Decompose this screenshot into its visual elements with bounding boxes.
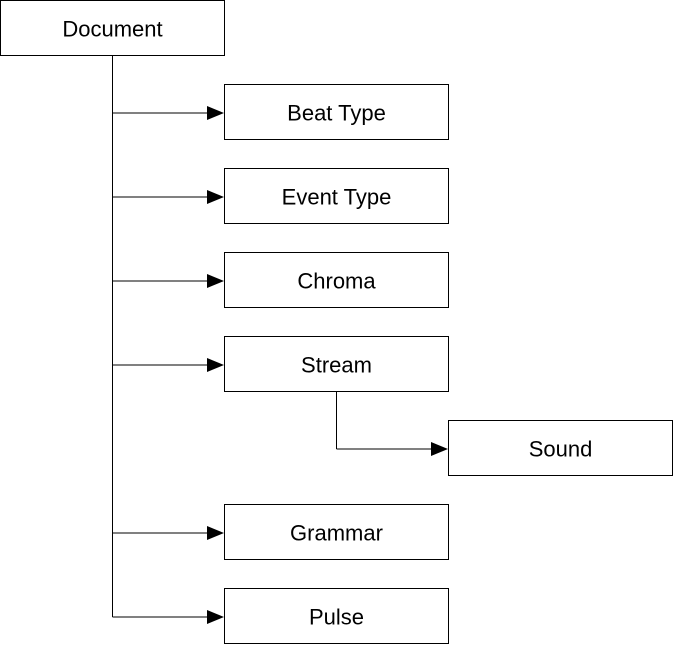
node-stream-label: Stream <box>301 353 372 378</box>
node-pulse-label: Pulse <box>309 605 364 630</box>
node-event-type-box <box>224 168 449 224</box>
arrowhead-stream <box>207 358 224 372</box>
node-pulse: Pulse <box>224 588 449 644</box>
arrowhead-sound <box>431 442 448 456</box>
node-event-type: Event Type <box>224 168 449 224</box>
arrowhead-chroma <box>207 274 224 288</box>
arrowhead-beat-type <box>207 106 224 120</box>
arrowhead-grammar <box>207 526 224 540</box>
node-document: Document <box>0 0 225 56</box>
node-chroma-box <box>224 252 449 308</box>
node-sound-label: Sound <box>529 437 593 462</box>
node-event-type-label: Event Type <box>282 185 392 210</box>
node-beat-type-box <box>224 84 449 140</box>
node-grammar: Grammar <box>224 504 449 560</box>
connectors <box>112 56 448 624</box>
node-sound: Sound <box>448 420 673 476</box>
node-stream-box <box>224 336 449 392</box>
node-beat-type-label: Beat Type <box>287 101 386 126</box>
arrowhead-event-type <box>207 190 224 204</box>
node-grammar-label: Grammar <box>290 521 383 546</box>
node-sound-box <box>448 420 673 476</box>
node-stream: Stream <box>224 336 449 392</box>
node-chroma: Chroma <box>224 252 449 308</box>
arrowhead-pulse <box>207 610 224 624</box>
node-grammar-box <box>224 504 449 560</box>
node-document-box <box>0 0 225 56</box>
node-chroma-label: Chroma <box>297 269 376 294</box>
node-document-label: Document <box>62 17 162 42</box>
node-beat-type: Beat Type <box>224 84 449 140</box>
node-pulse-box <box>224 588 449 644</box>
